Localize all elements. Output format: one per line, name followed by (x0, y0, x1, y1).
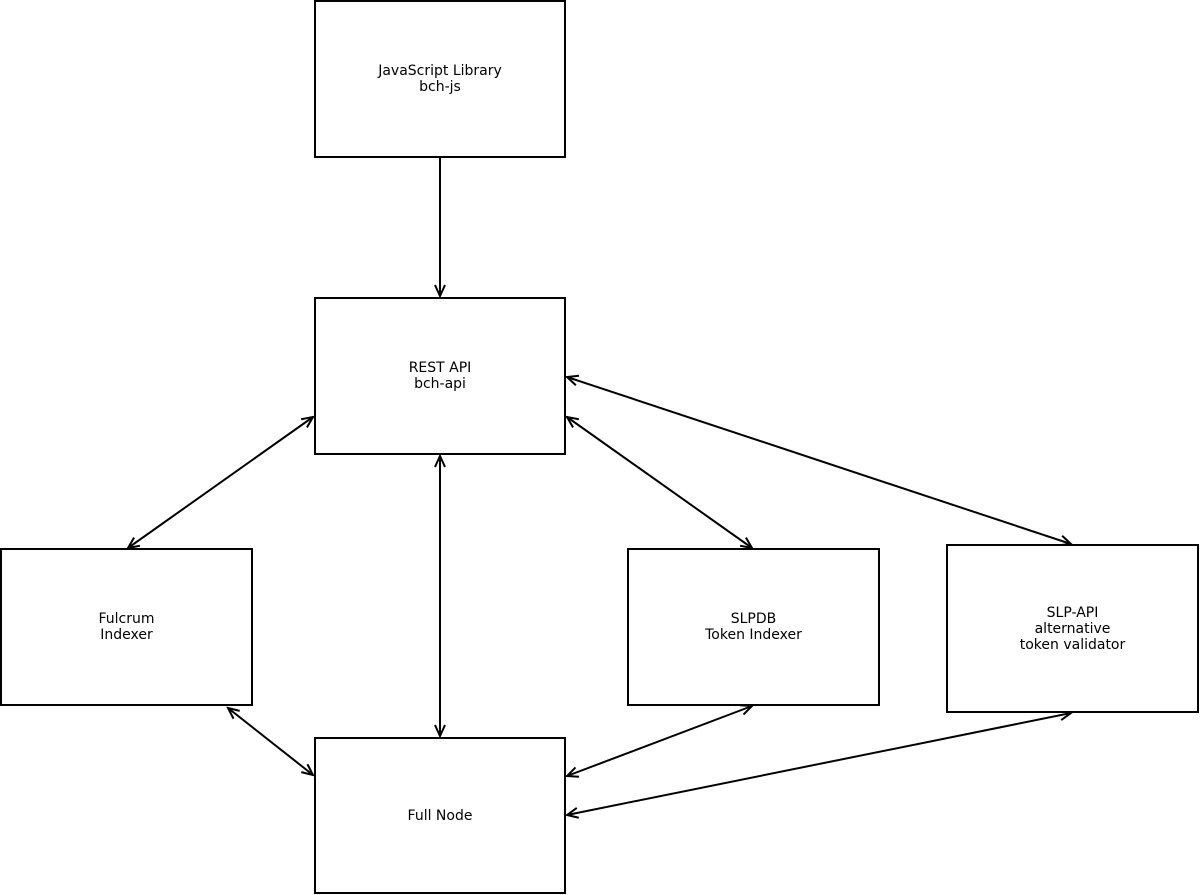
node-label-line: bch-api (414, 376, 466, 392)
node-label-line: SLPDB (730, 611, 777, 627)
node-rest-api: REST API bch-api (314, 297, 566, 455)
edge-restapi-slpapi (567, 377, 1071, 544)
node-label-line: Token Indexer (705, 627, 802, 643)
node-label-line: Full Node (407, 807, 473, 824)
edge-fulcrum-fullnode (228, 708, 313, 775)
node-label-line: SLP-API (1046, 604, 1099, 621)
node-slp-api-validator: SLP-API alternative token validator (946, 544, 1199, 713)
edge-restapi-slpdb (567, 417, 752, 548)
edge-slpapi-fullnode (567, 713, 1071, 815)
node-javascript-library: JavaScript Library bch-js (314, 0, 566, 158)
node-full-node: Full Node (314, 737, 566, 894)
node-label-line: REST API (408, 360, 472, 376)
node-label-line: token validator (1019, 636, 1126, 653)
node-label-line: bch-js (419, 79, 461, 95)
edge-slpdb-fullnode (567, 706, 752, 776)
node-label-line: JavaScript Library (378, 63, 502, 79)
node-fulcrum-indexer: Fulcrum Indexer (0, 548, 253, 706)
node-label-line: alternative (1034, 620, 1111, 637)
node-slpdb-token-indexer: SLPDB Token Indexer (627, 548, 880, 706)
node-label-line: Fulcrum (98, 611, 155, 627)
node-label-line: Indexer (100, 627, 153, 643)
edge-restapi-fulcrum (128, 417, 313, 548)
